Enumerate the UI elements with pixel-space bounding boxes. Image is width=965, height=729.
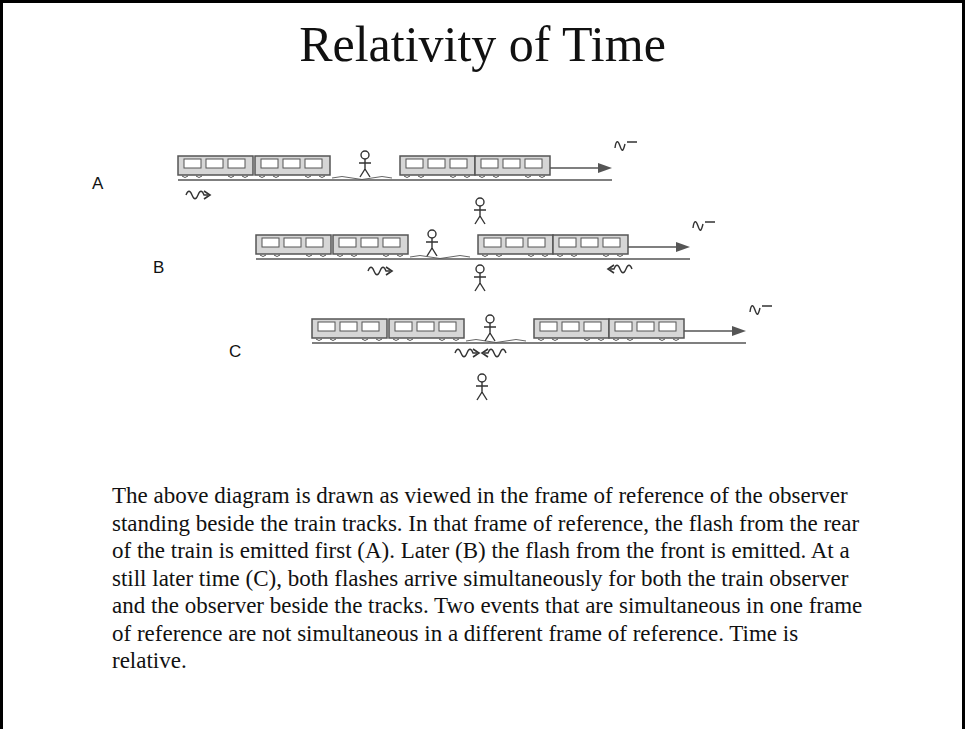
panel-letter: B [153,258,164,278]
slide-border [962,0,965,729]
slide-border [0,0,965,3]
train [256,235,690,259]
train-observer [484,315,496,341]
flash-symbol [615,142,637,151]
caption-text: The above diagram is drawn as viewed in … [112,482,877,675]
panel-letter: C [229,342,241,362]
light-flash-arrow [608,265,632,273]
ground-observer [474,198,486,224]
flash-symbol [750,306,772,315]
rear-flash-light [455,349,479,357]
ground-observer [474,265,486,291]
panel-letter: A [92,174,103,194]
slide-border [0,0,3,729]
slide-title: Relativity of Time [0,14,965,74]
rear-flash-light [368,267,392,275]
train-observer [426,230,438,256]
ground-observer [476,374,488,400]
rear-flash-light [186,191,210,199]
flash-symbol [693,222,715,231]
train [312,319,746,343]
train-observer [359,151,371,177]
front-flash-light [482,349,506,357]
front-flash-light [608,265,632,273]
train [178,156,612,180]
light-flash-arrow [482,349,506,357]
